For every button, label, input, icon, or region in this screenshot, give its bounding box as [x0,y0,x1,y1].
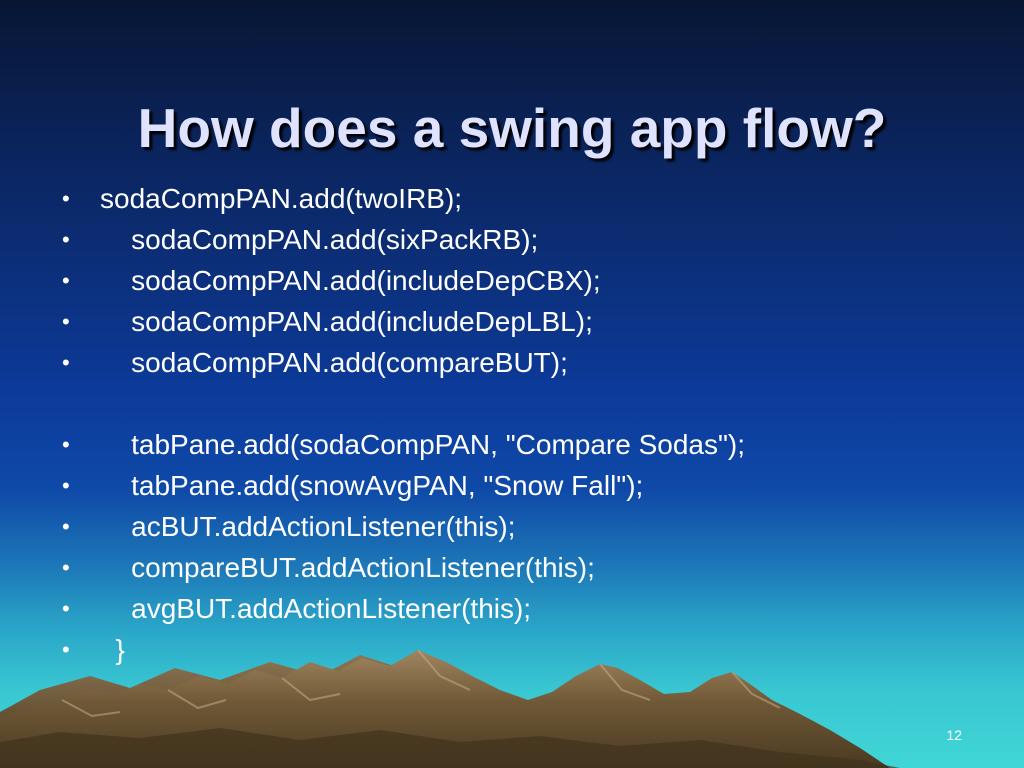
bullet-text: compareBUT.addActionListener(this); [100,552,595,583]
bullet-item: • sodaCompPAN.add(compareBUT); [62,342,568,383]
bullet-text: sodaCompPAN.add(includeDepCBX); [100,265,601,296]
bullet-item: • acBUT.addActionListener(this); [62,506,516,547]
bullet-item: • avgBUT.addActionListener(this); [62,588,531,629]
bullet-spacer [62,383,109,424]
bullet-item: • tabPane.add(sodaCompPAN, "Compare Soda… [62,424,745,465]
bullet-text: sodaCompPAN.add(sixPackRB); [100,224,539,255]
bullet-text: } [100,634,125,665]
bullet-text: sodaCompPAN.add(includeDepLBL); [100,306,593,337]
bullet-item: • sodaCompPAN.add(sixPackRB); [62,219,538,260]
bullet-icon: • [62,186,70,211]
bullet-icon: • [62,637,70,662]
code-bullet-list: • sodaCompPAN.add(twoIRB); • sodaCompPAN… [62,178,745,670]
bullet-icon: • [62,596,70,621]
mountain-ridge-highlights [61,649,781,718]
bullet-text: tabPane.add(sodaCompPAN, "Compare Sodas"… [100,429,746,460]
bullet-text: sodaCompPAN.add(compareBUT); [100,347,568,378]
bullet-icon: • [62,432,70,457]
bullet-text: acBUT.addActionListener(this); [100,511,516,542]
mountain-foothills [0,728,900,768]
bullet-item: • sodaCompPAN.add(includeDepLBL); [62,301,593,342]
bullet-text: avgBUT.addActionListener(this); [100,593,532,624]
bullet-icon: • [62,268,70,293]
bullet-item: • sodaCompPAN.add(includeDepCBX); [62,260,601,301]
bullet-item: • tabPane.add(snowAvgPAN, "Snow Fall"); [62,465,643,506]
bullet-text: sodaCompPAN.add(twoIRB); [100,183,463,214]
slide-page-number: 12 [946,727,962,743]
bullet-icon: • [62,309,70,334]
bullet-icon: • [62,514,70,539]
slide-title: How does a swing app flow? [137,96,887,159]
bullet-icon: • [62,473,70,498]
bullet-item: • sodaCompPAN.add(twoIRB); [62,178,462,219]
bullet-icon: • [62,227,70,252]
bullet-item: • } [62,629,125,670]
bullet-icon: • [62,555,70,580]
bullet-text: tabPane.add(snowAvgPAN, "Snow Fall"); [100,470,644,501]
bullet-icon: • [62,350,70,375]
bullet-item: • compareBUT.addActionListener(this); [62,547,595,588]
